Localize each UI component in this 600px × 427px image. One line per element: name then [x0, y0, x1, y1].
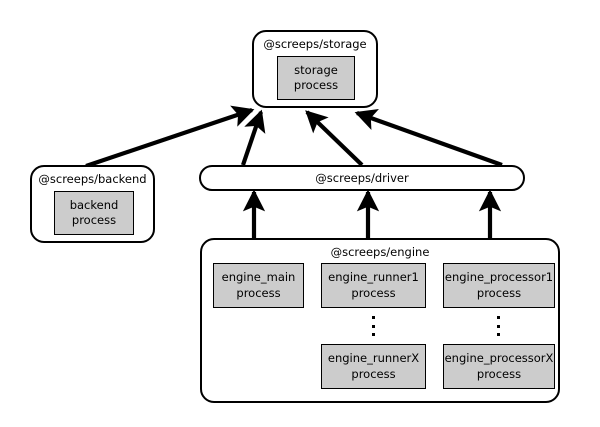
- process-engine-processorX-line2: process: [476, 366, 522, 381]
- module-engine[interactable]: @screeps/engine engine_main process engi…: [200, 238, 560, 403]
- processor-ellipsis-icon: [497, 316, 500, 336]
- process-engine-processor1-line2: process: [476, 285, 522, 300]
- process-engine-runnerX[interactable]: engine_runnerX process: [321, 344, 426, 389]
- runner-ellipsis-icon: [372, 316, 375, 336]
- process-engine-main[interactable]: engine_main process: [213, 263, 304, 308]
- process-engine-processor1-line1: engine_processor1: [444, 270, 554, 285]
- process-engine-processorX[interactable]: engine_processorX process: [443, 344, 555, 389]
- process-engine-runner1-line1: engine_runner1: [328, 270, 419, 285]
- process-engine-main-line1: engine_main: [221, 270, 296, 285]
- arrow-backend-to-storage: [85, 105, 255, 168]
- process-storage-line2: process: [293, 78, 339, 92]
- process-backend[interactable]: backend process: [54, 191, 134, 235]
- module-backend-label: @screeps/backend: [38, 172, 147, 186]
- process-engine-processor1[interactable]: engine_processor1 process: [443, 263, 555, 308]
- module-driver-label: @screeps/driver: [315, 171, 409, 185]
- arrow-driver-to-storage-right: [354, 109, 503, 167]
- module-backend[interactable]: @screeps/backend backend process: [30, 165, 155, 243]
- process-engine-runner1-line2: process: [351, 285, 396, 300]
- process-backend-line2: process: [71, 213, 117, 227]
- module-storage[interactable]: @screeps/storage storage process: [252, 30, 378, 108]
- module-engine-label: @screeps/engine: [330, 245, 430, 259]
- process-engine-runner1[interactable]: engine_runner1 process: [321, 263, 426, 308]
- process-engine-main-line2: process: [236, 285, 281, 300]
- arrow-driver-to-storage-left: [241, 109, 266, 166]
- process-engine-runnerX-line2: process: [351, 366, 396, 381]
- process-storage[interactable]: storage process: [277, 56, 355, 100]
- arrow-driver-to-storage-center: [305, 110, 364, 167]
- module-driver[interactable]: @screeps/driver: [199, 165, 525, 191]
- process-engine-processorX-line1: engine_processorX: [444, 351, 554, 366]
- process-storage-line1: storage: [294, 62, 338, 77]
- process-backend-line1: backend: [69, 197, 119, 212]
- module-storage-label: @screeps/storage: [263, 37, 367, 51]
- process-engine-runnerX-line1: engine_runnerX: [327, 351, 420, 366]
